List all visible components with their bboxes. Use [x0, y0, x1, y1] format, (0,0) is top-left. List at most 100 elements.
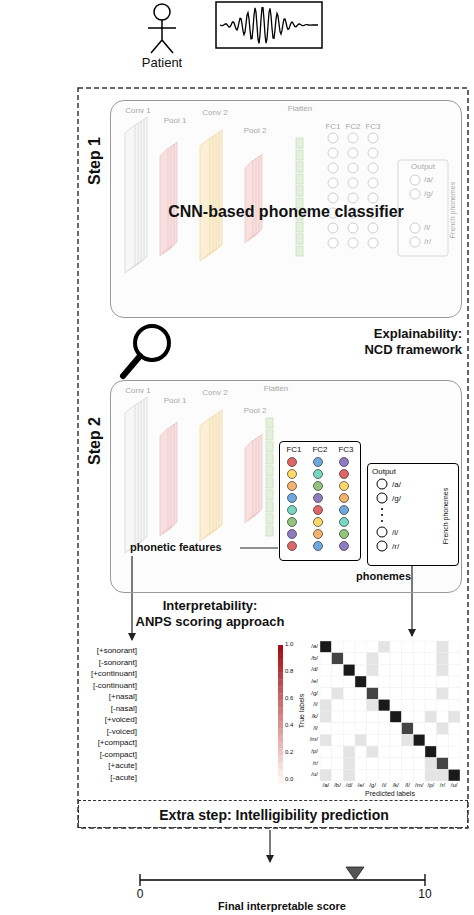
flatten-unit — [266, 466, 273, 476]
heatmap-cell — [201, 668, 202, 680]
heatmap-cell — [179, 714, 180, 726]
fc-neuron — [368, 133, 378, 143]
matrix-cell — [332, 734, 344, 746]
matrix-cell — [402, 746, 414, 758]
label: [+nasal] — [109, 692, 137, 701]
heatmap-cell — [140, 668, 141, 680]
heatmap-cell — [230, 645, 231, 657]
colorbar-step — [278, 673, 283, 680]
matrix-cell — [343, 664, 355, 676]
heatmap-cell — [246, 645, 247, 657]
label: 0.8 — [285, 668, 293, 675]
heatmap-cell — [246, 760, 247, 772]
flatten-unit — [266, 430, 273, 440]
fc-neuron — [368, 148, 378, 158]
heatmap-cell — [213, 668, 214, 680]
matrix-cell — [437, 688, 449, 700]
matrix-cell — [367, 664, 379, 676]
matrix-cell — [343, 699, 355, 711]
heatmap-cell — [263, 680, 264, 692]
fc-neuron — [340, 518, 349, 527]
matrix-cell — [425, 641, 437, 653]
label: Conv 1 — [125, 106, 150, 115]
heatmap-cell — [196, 680, 197, 692]
heatmap-cell — [185, 668, 186, 680]
heatmap-cell — [140, 645, 141, 657]
label: Pool 2 — [244, 126, 267, 135]
matrix-cell — [343, 653, 355, 665]
arrow — [131, 556, 132, 640]
heatmap-cell — [179, 703, 180, 715]
heatmap-cell — [179, 657, 180, 669]
heatmap-cell — [156, 657, 157, 669]
matrix-cell — [425, 758, 437, 770]
heatmap-cell — [162, 760, 163, 772]
fc-neuron — [314, 482, 323, 491]
heatmap-cell — [156, 760, 157, 772]
heatmap-cell — [263, 703, 264, 715]
fc-neuron — [348, 193, 358, 203]
flatten-unit — [266, 478, 273, 488]
heatmap-cell — [168, 726, 169, 738]
matrix-cell — [332, 746, 344, 758]
heatmap-cell — [185, 726, 186, 738]
heatmap-cell — [224, 668, 225, 680]
heatmap-cell — [173, 680, 174, 692]
heatmap-cell — [156, 737, 157, 749]
heatmap-cell — [173, 726, 174, 738]
heatmap-cell — [168, 680, 169, 692]
colorbar-step — [278, 714, 283, 721]
heatmap-cell — [241, 645, 242, 657]
heatmap-cell — [269, 714, 270, 726]
label: Conv 2 — [202, 388, 227, 397]
label: /g/ — [369, 782, 376, 789]
heatmap-cell — [190, 726, 191, 738]
heatmap-cell — [218, 737, 219, 749]
heatmap-cell — [224, 760, 225, 772]
label: 0.6 — [285, 695, 293, 702]
matrix-cell — [413, 664, 425, 676]
matrix-cell — [367, 688, 379, 700]
colorbar-step — [278, 749, 283, 756]
colorbar-step — [278, 742, 283, 749]
heatmap-cell — [263, 691, 264, 703]
matrix-cell — [378, 641, 390, 653]
fc-neuron — [340, 470, 349, 479]
node-text: /g/ — [392, 494, 401, 503]
matrix-cell — [390, 641, 402, 653]
heatmap-cell — [258, 680, 259, 692]
heatmap-cell — [190, 760, 191, 772]
heatmap-cell — [269, 645, 270, 657]
heatmap-cell — [269, 726, 270, 738]
label: Final interpretable score — [218, 900, 346, 913]
heatmap-cell — [246, 714, 247, 726]
matrix-cell — [378, 676, 390, 688]
matrix-cell — [448, 664, 460, 676]
heatmap-cell — [246, 668, 247, 680]
matrix-cell — [413, 676, 425, 688]
matrix-cell — [413, 641, 425, 653]
heatmap-cell — [168, 714, 169, 726]
node-text: Extra step: Intelligibility prediction — [159, 807, 388, 823]
matrix-cell — [402, 664, 414, 676]
fc-neuron — [340, 506, 349, 515]
fc-neuron — [368, 178, 378, 188]
node-text: FC2 — [312, 445, 327, 454]
matrix-cell — [378, 769, 390, 781]
label: 0.2 — [285, 749, 293, 756]
heatmap-cell — [185, 645, 186, 657]
matrix-cell — [425, 676, 437, 688]
flatten-unit — [266, 514, 273, 524]
heatmap-cell — [246, 703, 247, 715]
matrix-cell — [320, 699, 332, 711]
heatmap-cell — [151, 772, 152, 784]
heatmap-cell — [241, 691, 242, 703]
heatmap-cell — [218, 749, 219, 761]
heatmap-cell — [156, 680, 157, 692]
heatmap-cell — [258, 749, 259, 761]
fc-neuron — [348, 133, 358, 143]
flatten-unit — [296, 222, 303, 232]
label: FC3 — [365, 122, 380, 131]
heatmap-cell — [258, 737, 259, 749]
